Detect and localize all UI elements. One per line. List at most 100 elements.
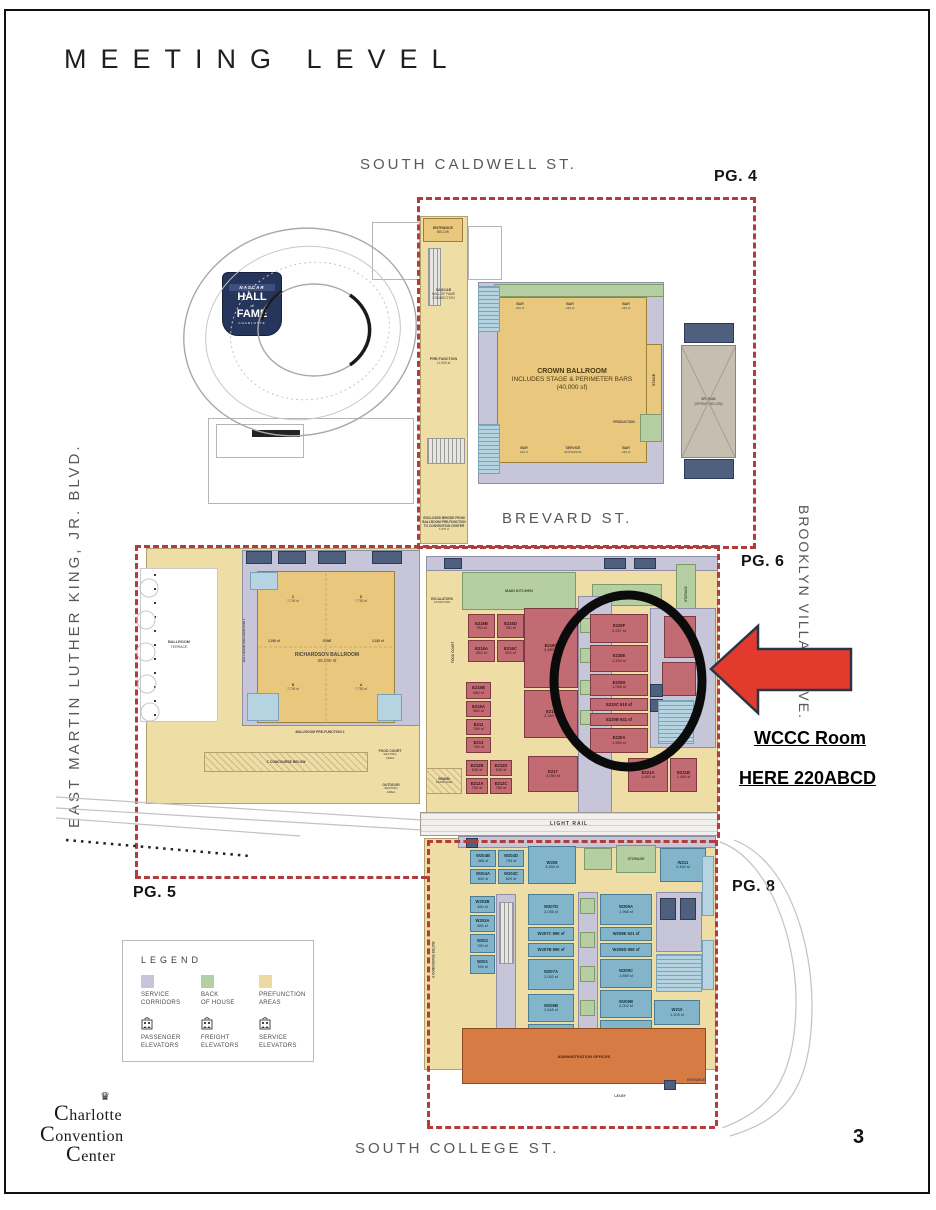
crown-blue-nw <box>478 286 500 332</box>
bridge-label: ENCLOSED BRIDGE FROM BALLROOM PRE-FUNCTI… <box>422 516 466 532</box>
hof-of: of <box>250 302 254 308</box>
entrance-label: ENTRANCE <box>687 1078 705 1082</box>
rich-blue-nw <box>250 572 278 590</box>
room-w209e: W209E 921 sf <box>600 927 652 941</box>
food-court-label: FOOD COURT <box>451 641 455 663</box>
crown-icon: ♛ <box>100 1091 110 1103</box>
boh-w3 <box>580 932 595 948</box>
pg4-region-boundary <box>417 197 756 549</box>
pg8-boundary-bottom <box>427 1126 715 1129</box>
w-core-blue <box>656 954 702 992</box>
rich-navy-4 <box>372 551 402 564</box>
stair-north <box>428 248 441 306</box>
back-of-house-swatch <box>201 975 214 988</box>
street-label-south-college: SOUTH COLLEGE ST. <box>355 1140 560 1157</box>
service-elevators-label: SERVICE ELEVATORS <box>259 1035 297 1049</box>
light-rail-band: LIGHT RAIL <box>420 812 718 836</box>
page-ref-pg4: PG. 4 <box>714 168 758 185</box>
room-e-ne <box>664 616 696 658</box>
street-label-mlk-blvd: EAST MARTIN LUTHER KING, JR. BLVD. <box>66 443 83 828</box>
pg5-6-boundary-top <box>135 545 717 548</box>
legend-passenger-elevators: PASSENGER ELEVATORS <box>141 1017 197 1051</box>
freight-elevator-icon <box>201 1017 213 1034</box>
street-label-south-caldwell: SOUTH CALDWELL ST. <box>360 156 577 173</box>
page-number: 3 <box>853 1126 865 1148</box>
pg5-6-boundary-left <box>135 545 138 876</box>
hof-hall: HALL <box>237 290 267 303</box>
rooms-west-of-crown <box>468 226 502 280</box>
street-label-brevard: BREVARD ST. <box>502 510 633 527</box>
rich-blue-sw <box>247 693 279 721</box>
service-corridors-label: SERVICE CORRIDORS <box>141 992 181 1006</box>
boh-w1 <box>584 848 612 870</box>
boh-w5 <box>580 1000 595 1016</box>
legend-title: LEGEND <box>141 955 203 965</box>
legend: LEGEND SERVICE CORRIDORS BACK OF HOUSE P… <box>122 940 314 1062</box>
elev-w0 <box>466 838 478 848</box>
hof-dark-bar <box>252 430 300 437</box>
room-w207b: W207B 990 sf <box>528 943 574 957</box>
elev-e1 <box>604 558 626 569</box>
rich-navy-3 <box>318 551 346 564</box>
elev-w3 <box>664 1080 676 1090</box>
room-w207c: W207C 990 sf <box>528 927 574 941</box>
nascar-hall-of-fame-badge: NASCAR HALL of FAME CHARLOTTE <box>222 272 282 336</box>
pg8-boundary-left <box>427 840 430 1126</box>
boh-w2 <box>580 898 595 914</box>
room-e220c: E220C 910 sf <box>590 698 648 711</box>
layby-label: LAY-BY <box>614 1094 626 1098</box>
legend-freight-elevators: FREIGHT ELEVATORS <box>201 1017 257 1051</box>
page-title: MEETING LEVEL <box>64 44 461 74</box>
hof-city: CHARLOTTE <box>238 320 266 325</box>
e-core-blue <box>658 700 694 744</box>
rich-navy-1 <box>246 551 272 564</box>
passenger-elevator-icon <box>141 1017 153 1034</box>
elev-w2 <box>680 898 696 920</box>
legend-service-elevators: SERVICE ELEVATORS <box>259 1017 315 1051</box>
annotation-wccc-room: WCCC Room <box>754 728 866 748</box>
pg5-6-boundary-right <box>717 545 720 838</box>
logo-line-1: Charlotte <box>54 1100 123 1125</box>
page-ref-pg5: PG. 5 <box>133 884 177 901</box>
lblu-right-1 <box>702 856 714 916</box>
legend-back-of-house: BACK OF HOUSE <box>201 975 257 1008</box>
passenger-elevators-label: PASSENGER ELEVATORS <box>141 1035 181 1049</box>
